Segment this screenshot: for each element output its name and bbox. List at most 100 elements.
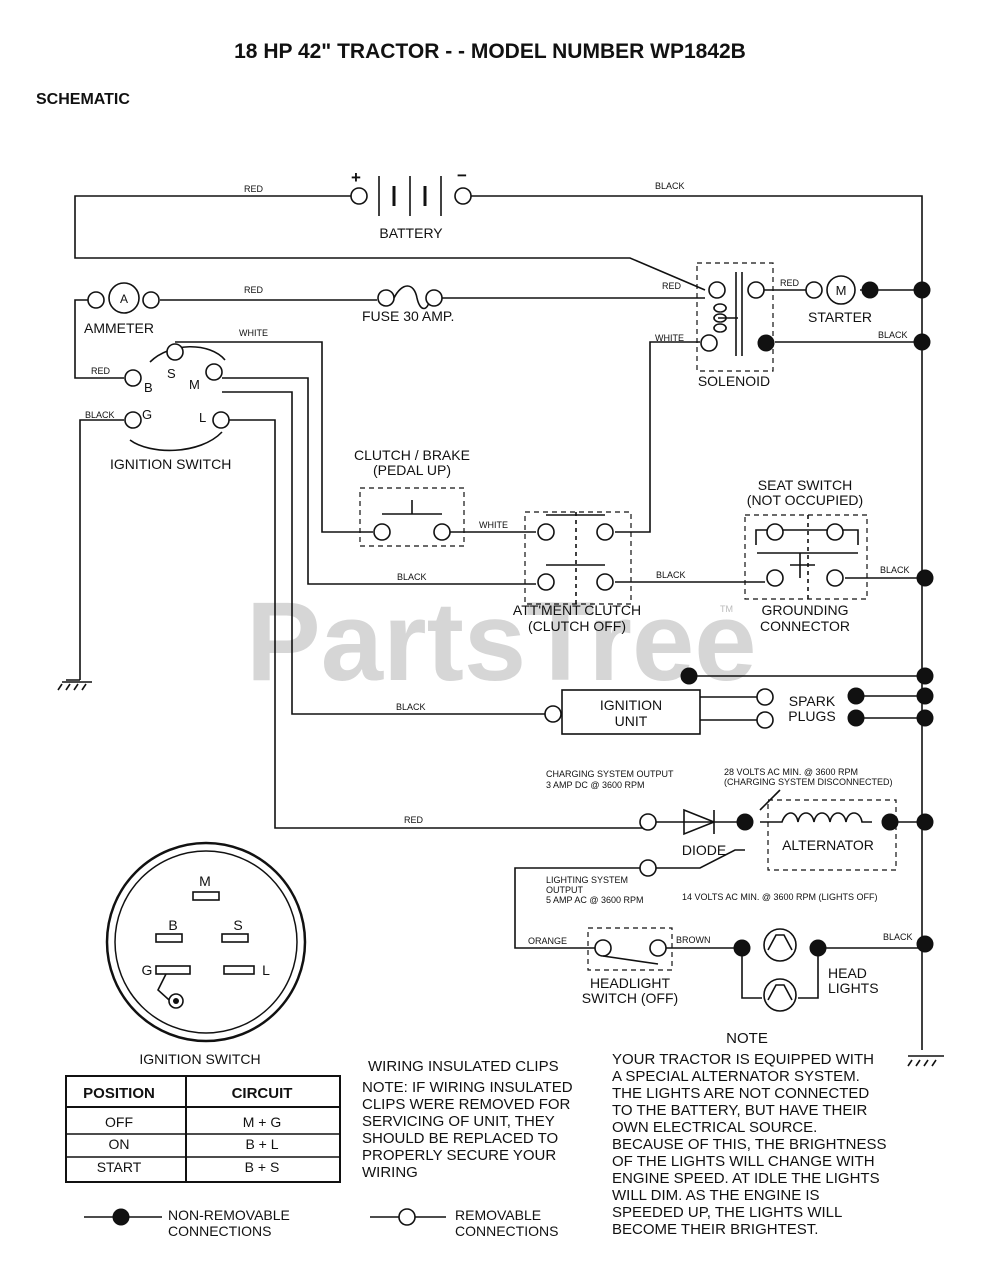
label-white-ignition: WHITE xyxy=(239,328,268,338)
terminal-label-s: S xyxy=(167,366,176,381)
page-subtitle: SCHEMATIC xyxy=(36,91,130,108)
battery-plus-sign: + xyxy=(351,168,361,187)
wire-headlight-lower-left xyxy=(741,948,762,999)
ignition-detail-title: IGNITION SWITCH xyxy=(139,1051,260,1067)
alternator-note: NOTE YOUR TRACTOR IS EQUIPPED WITH A SPE… xyxy=(612,1030,887,1238)
label-red-solenoid: RED xyxy=(662,281,682,291)
ammeter-gauge xyxy=(108,282,140,314)
label-black-clutch: BLACK xyxy=(397,572,427,582)
legend-removable-sub: CONNECTIONS xyxy=(455,1223,558,1239)
terminal-label-b: B xyxy=(144,380,153,395)
ground-connections xyxy=(680,281,934,953)
attment-clutch-label: ATT'MENT CLUTCH xyxy=(513,602,641,618)
ignition-unit-label: IGNITION xyxy=(600,697,662,713)
clips-note-line: PROPERLY SECURE YOUR xyxy=(362,1147,556,1164)
volts14-label: 14 VOLTS AC MIN. @ 3600 RPM (LIGHTS OFF) xyxy=(682,892,878,902)
wire-ignition-s-white xyxy=(175,341,373,533)
wire-ignition-m-black xyxy=(222,377,536,585)
clips-note-line: WIRING xyxy=(362,1164,418,1181)
table-header-position: POSITION xyxy=(83,1085,155,1102)
ignition-terminal-l xyxy=(212,411,230,429)
ignition-terminal-b xyxy=(124,369,142,387)
clips-note-line: SERVICING OF UNIT, THEY xyxy=(362,1113,555,1130)
table-cell: START xyxy=(97,1159,142,1175)
note-title: NOTE xyxy=(726,1030,768,1047)
clutch-brake-label: CLUTCH / BRAKE xyxy=(354,447,470,463)
diode-label: DIODE xyxy=(682,842,726,858)
ignition-switch-label: IGNITION SWITCH xyxy=(110,456,231,472)
circuit-table: POSITION CIRCUIT OFF M + G ON B + L STAR… xyxy=(65,1075,341,1183)
alternator-label: ALTERNATOR xyxy=(782,837,874,853)
note-line: BECOME THEIR BRIGHTEST. xyxy=(612,1221,818,1238)
detail-terminal-m: M xyxy=(199,873,211,889)
table-cell: ON xyxy=(109,1136,130,1152)
clips-note: WIRING INSULATED CLIPS NOTE: IF WIRING I… xyxy=(362,1058,573,1181)
ignition-unit-sublabel: UNIT xyxy=(615,713,648,729)
note-line: SPEEDED UP, THE LIGHTS WILL xyxy=(612,1204,842,1221)
ammeter: A AMMETER xyxy=(84,282,160,336)
label-black-attclutch: BLACK xyxy=(656,570,686,580)
table-cell: B + S xyxy=(245,1159,280,1175)
ignition-unit-box xyxy=(561,689,701,735)
head-lights-label: HEAD xyxy=(828,965,867,981)
detail-terminal-b: B xyxy=(168,917,177,933)
solenoid: SOLENOID xyxy=(696,262,775,389)
ignition-unit: IGNITION UNIT SPARK PLUGS xyxy=(544,687,865,735)
battery: + − BATTERY xyxy=(350,166,472,241)
table-cell: M + G xyxy=(243,1114,282,1130)
solenoid-label: SOLENOID xyxy=(698,373,770,389)
seat-switch-sublabel: (NOT OCCUPIED) xyxy=(747,492,863,508)
ignition-switch-detail: M B S G L IGNITION SWITCH xyxy=(105,841,307,1067)
battery-positive-terminal xyxy=(350,187,368,205)
legend-removable: REMOVABLE xyxy=(455,1207,541,1223)
volts28-sublabel: (CHARGING SYSTEM DISCONNECTED) xyxy=(724,777,893,787)
note-line: TO THE BATTERY, BUT HAVE THEIR xyxy=(612,1102,868,1119)
attachment-clutch-switch: ATT'MENT CLUTCH (CLUTCH OFF) xyxy=(513,511,641,634)
wire-labels: RED BLACK RED RED RED BLACK WHITE WHITE … xyxy=(85,181,913,946)
legend-non-removable: NON-REMOVABLE xyxy=(168,1207,290,1223)
label-black-lights: BLACK xyxy=(883,932,913,942)
page-title: 18 HP 42" TRACTOR - - MODEL NUMBER WP184… xyxy=(234,40,746,63)
connections-legend: NON-REMOVABLE CONNECTIONS REMOVABLE CONN… xyxy=(84,1207,558,1239)
label-red-ammeter: RED xyxy=(244,285,264,295)
attment-clutch-sublabel: (CLUTCH OFF) xyxy=(528,618,626,634)
spark-plugs-label: SPARK xyxy=(789,693,836,709)
lighting-output-sublabel: OUTPUT xyxy=(546,885,584,895)
ground-symbol-right xyxy=(907,1055,944,1067)
label-red-diode: RED xyxy=(404,815,424,825)
wire-lighting-alt xyxy=(650,849,745,869)
detail-terminal-l: L xyxy=(262,962,270,978)
terminal-label-l: L xyxy=(199,410,206,425)
label-red-ignition: RED xyxy=(91,366,111,376)
ignition-terminal-s xyxy=(166,343,184,361)
non-removable-symbol xyxy=(112,1208,130,1226)
clips-note-title: WIRING INSULATED CLIPS xyxy=(368,1058,559,1075)
lighting-output-label: LIGHTING SYSTEM xyxy=(546,875,628,885)
note-line: WILL DIM. AS THE ENGINE IS xyxy=(612,1187,820,1204)
label-red-battery: RED xyxy=(244,184,264,194)
detail-terminal-s: S xyxy=(233,917,242,933)
label-black-seat: BLACK xyxy=(880,565,910,575)
seat-switch: SEAT SWITCH (NOT OCCUPIED) GROUNDING CON… xyxy=(744,477,868,634)
clips-note-line: SHOULD BE REPLACED TO xyxy=(362,1130,558,1147)
terminal-label-m: M xyxy=(189,377,200,392)
charging-output-sublabel: 3 AMP DC @ 3600 RPM xyxy=(546,780,645,790)
clips-note-line: NOTE: IF WIRING INSULATED xyxy=(362,1079,573,1096)
battery-minus-sign: − xyxy=(457,166,467,185)
clips-note-line: CLIPS WERE REMOVED FOR xyxy=(362,1096,571,1113)
starter-motor xyxy=(826,275,856,305)
head-light-2 xyxy=(763,978,797,1012)
label-white-clutch: WHITE xyxy=(479,520,508,530)
clutch-brake-switch: CLUTCH / BRAKE (PEDAL UP) xyxy=(354,447,470,547)
terminal-label-g: G xyxy=(142,407,152,422)
grounding-connector-sublabel: CONNECTOR xyxy=(760,618,850,634)
wire-battery-red xyxy=(74,195,706,291)
note-line: OWN ELECTRICAL SOURCE. xyxy=(612,1119,817,1136)
wire-lighting-orange xyxy=(514,867,648,949)
battery-label: BATTERY xyxy=(379,225,443,241)
label-orange: ORANGE xyxy=(528,936,567,946)
table-cell: OFF xyxy=(105,1114,133,1130)
table-header-circuit: CIRCUIT xyxy=(232,1085,293,1102)
wire-ammeter-ignition-red xyxy=(74,299,124,379)
